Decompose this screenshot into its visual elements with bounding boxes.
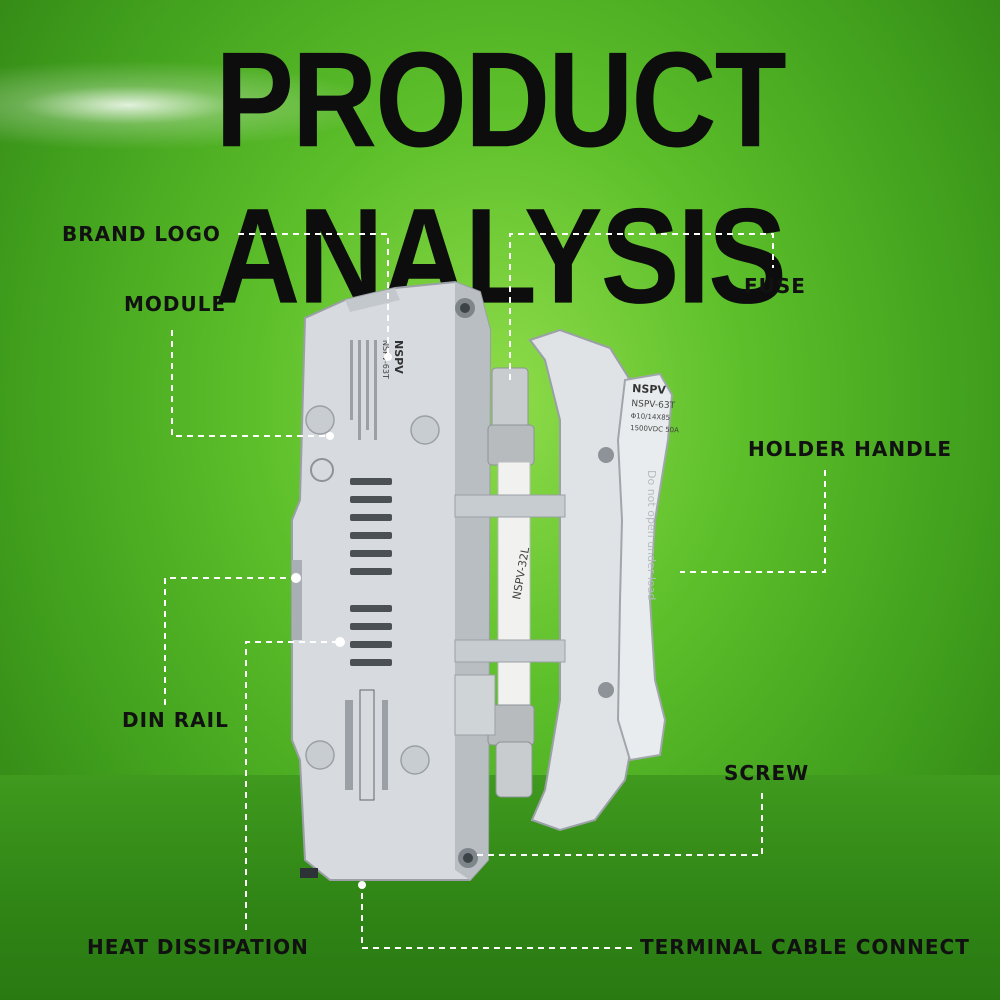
handle-model: NSPV-63T — [631, 399, 676, 411]
label-screw: SCREW — [724, 761, 810, 785]
label-module: MODULE — [124, 292, 227, 316]
label-brand-logo: BRAND LOGO — [62, 222, 221, 246]
handle-rating-1: Φ10/14X85 — [631, 412, 671, 422]
fuse-holder-carrier — [454, 328, 641, 832]
holder-handle: NSPV NSPV-63T Φ10/14X85 1500VDC 50A Do n… — [616, 372, 679, 762]
module-housing: NSPV NSPV-63T — [291, 280, 492, 881]
label-heat-dissipation: HEAT DISSIPATION — [87, 935, 309, 959]
page-title: PRODUCT ANALYSIS — [215, 24, 787, 333]
handle-rating-2: 1500VDC 50A — [630, 424, 679, 435]
label-fuse: FUSE — [744, 274, 806, 298]
leader-lines — [164, 233, 826, 949]
label-terminal-cable-connect: TERMINAL CABLE CONNECT — [640, 935, 970, 959]
background-floor — [0, 775, 1000, 1000]
label-holder-handle: HOLDER HANDLE — [748, 437, 953, 461]
label-din-rail: DIN RAIL — [122, 708, 229, 732]
brand-logo-text: NSPV — [392, 340, 405, 374]
light-flare — [0, 60, 380, 150]
handle-brand: NSPV — [632, 382, 667, 397]
handle-warning: Do not open under load — [645, 470, 658, 600]
